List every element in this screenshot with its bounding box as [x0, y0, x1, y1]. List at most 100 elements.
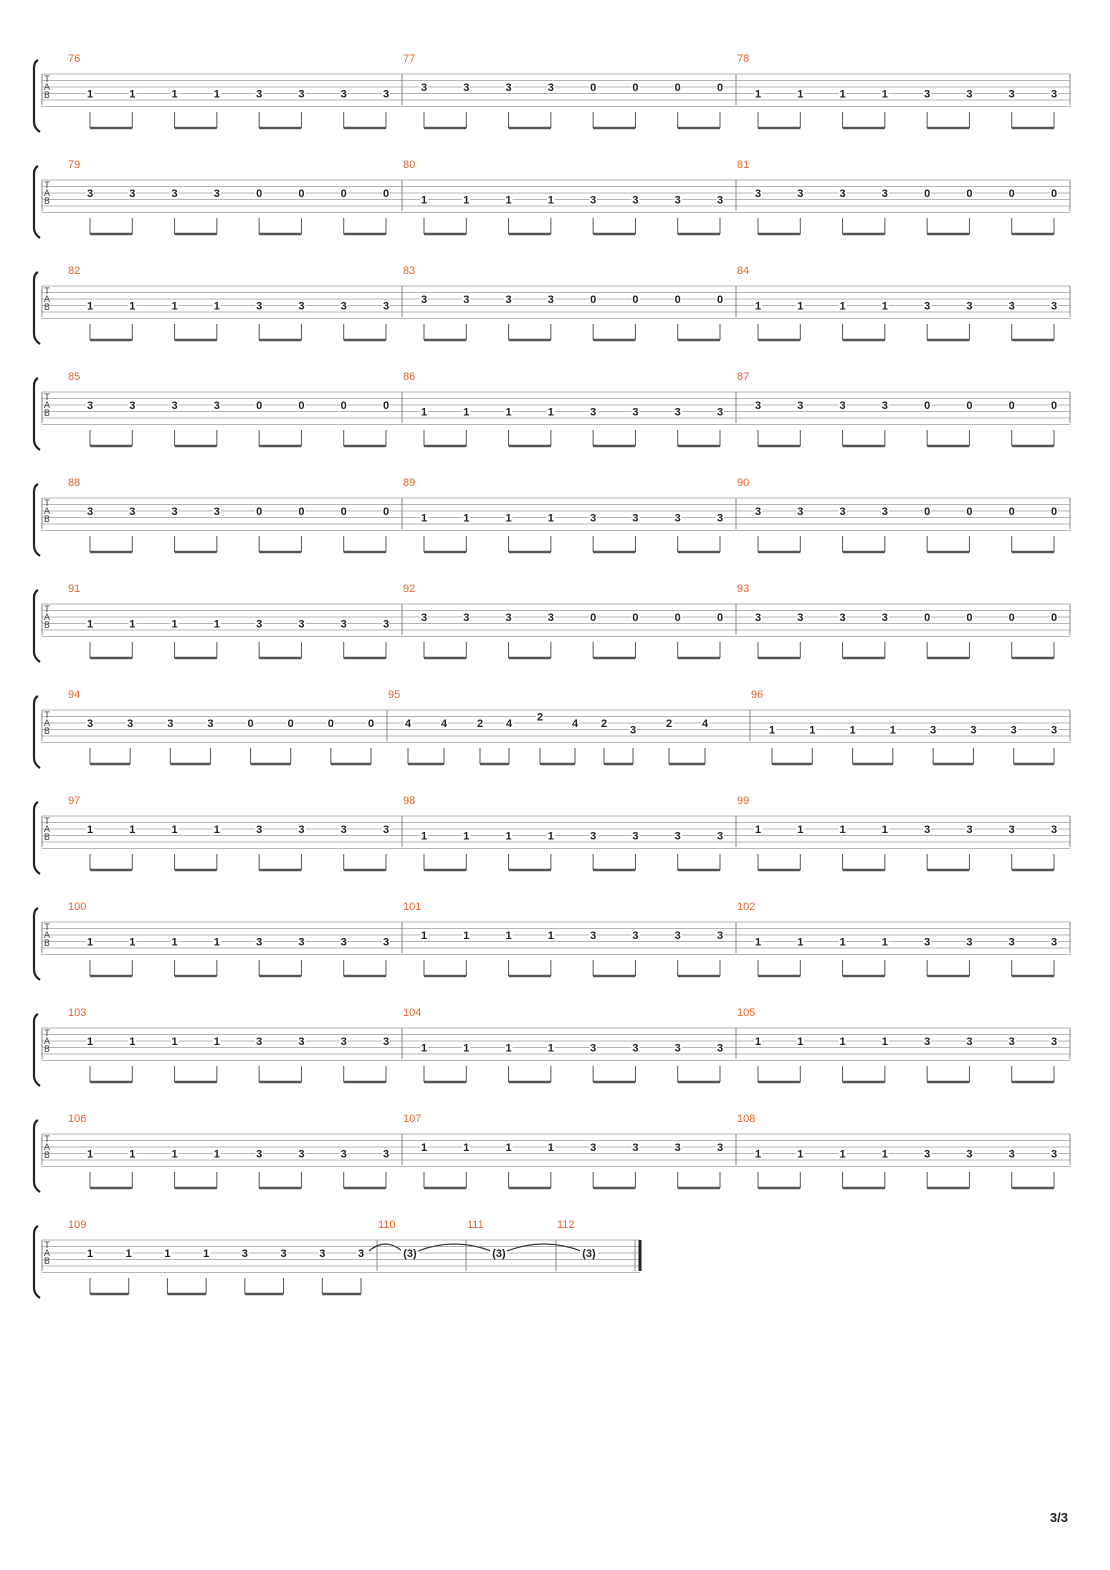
fret-number: 3: [717, 930, 723, 942]
fret-background: [420, 82, 428, 93]
fret-number: 1: [463, 831, 469, 843]
fret-background: [929, 724, 938, 736]
fret-number: 1: [463, 195, 469, 207]
fret-background: [382, 300, 390, 312]
fret-background: [1007, 300, 1016, 312]
fret-background: [170, 506, 179, 517]
measure-number: 109: [68, 1219, 86, 1231]
fret-number: 3: [256, 937, 262, 949]
system-bracket: [32, 59, 41, 133]
fret-background: [212, 88, 221, 100]
fret-number: 3: [1051, 824, 1057, 836]
fret-number: 0: [966, 400, 972, 412]
fret-background: [796, 300, 805, 312]
measure-number: 106: [68, 1113, 86, 1125]
fret-number: 1: [214, 619, 220, 631]
measure-number: 108: [737, 1113, 755, 1125]
fret-number: 3: [383, 1149, 389, 1161]
measure-number: 79: [68, 159, 80, 171]
fret-number: 1: [506, 930, 512, 942]
fret-number: 3: [298, 824, 304, 836]
fret-background: [1050, 612, 1058, 623]
fret-background: [128, 506, 137, 517]
system-bracket: [32, 695, 41, 769]
fret-number: 3: [755, 506, 761, 518]
fret-background: [297, 1148, 306, 1160]
fret-number: 1: [129, 1149, 135, 1161]
fret-background: [600, 718, 608, 729]
fret-background: [880, 1036, 889, 1047]
tab-clef-letter: B: [44, 515, 50, 525]
fret-number: 3: [298, 1036, 304, 1048]
fret-number: 3: [383, 1036, 389, 1048]
measure-number: 94: [68, 689, 80, 701]
fret-number: 3: [214, 400, 220, 412]
fret-background: [462, 930, 471, 941]
tab-clef-letter: A: [44, 1249, 51, 1259]
fret-number: 3: [966, 89, 972, 101]
fret-background: [420, 612, 428, 623]
fret-background: [1050, 300, 1058, 312]
tab-clef-letter: A: [44, 507, 51, 517]
fret-number: 3: [298, 937, 304, 949]
fret-number: 3: [383, 824, 389, 836]
fret-background: [255, 824, 264, 835]
fret-background: [1050, 506, 1058, 517]
fret-background: [462, 194, 471, 206]
fret-background: [631, 612, 640, 623]
fret-number: 3: [1051, 725, 1057, 737]
fret-number: 3: [882, 612, 888, 624]
fret-number: 0: [341, 506, 347, 518]
system-bracket: [32, 1013, 41, 1087]
fret-background: [838, 506, 847, 517]
fret-number: 1: [214, 937, 220, 949]
fret-background: [589, 612, 598, 623]
fret-number: 3: [256, 1036, 262, 1048]
fret-number: 0: [341, 188, 347, 200]
fret-number: 3: [924, 301, 930, 313]
fret-background: [880, 1148, 889, 1160]
tab-clef-letter: T: [43, 923, 50, 933]
fret-number: 3: [755, 188, 761, 200]
fret-background: [754, 188, 762, 199]
fret-number: 3: [882, 188, 888, 200]
fret-number: 3: [383, 301, 389, 313]
fret-number: 1: [548, 407, 554, 419]
fret-background: [796, 88, 805, 100]
fret-number: 1: [172, 89, 178, 101]
fret-background: [965, 188, 974, 199]
tab-clef-letter: B: [44, 1045, 50, 1055]
fret-background: [462, 406, 471, 418]
fret-background: [629, 724, 637, 736]
fret-number: 3: [966, 301, 972, 313]
fret-background: [631, 930, 640, 941]
fret-background: [297, 936, 306, 948]
fret-background: [965, 400, 974, 411]
fret-number: 1: [214, 1036, 220, 1048]
fret-background: [255, 936, 264, 948]
measure-number: 90: [737, 477, 749, 489]
fret-number: 1: [840, 1149, 846, 1161]
fret-number: 1: [797, 89, 803, 101]
fret-background: [546, 82, 555, 93]
fret-background: [965, 1148, 974, 1160]
fret-number: 3: [172, 188, 178, 200]
fret-number: 3: [87, 400, 93, 412]
fret-background: [170, 188, 179, 199]
fret-number: 1: [882, 89, 888, 101]
fret-background: [796, 506, 805, 517]
fret-background: [128, 1148, 137, 1160]
fret-number: 1: [87, 619, 93, 631]
fret-background: [86, 718, 94, 729]
fret-background: [86, 88, 94, 100]
fret-number: 3: [463, 294, 469, 306]
tab-clef-letter: A: [44, 825, 51, 835]
tab-clef-letter: B: [44, 621, 50, 631]
tab-clef-letter: A: [44, 1037, 51, 1047]
tab-clef-letter: B: [44, 409, 50, 419]
fret-number: 3: [590, 1142, 596, 1154]
fret-background: [716, 294, 724, 305]
fret-background: [546, 1142, 555, 1153]
fret-number: 0: [1051, 400, 1057, 412]
fret-number: 0: [368, 718, 374, 730]
